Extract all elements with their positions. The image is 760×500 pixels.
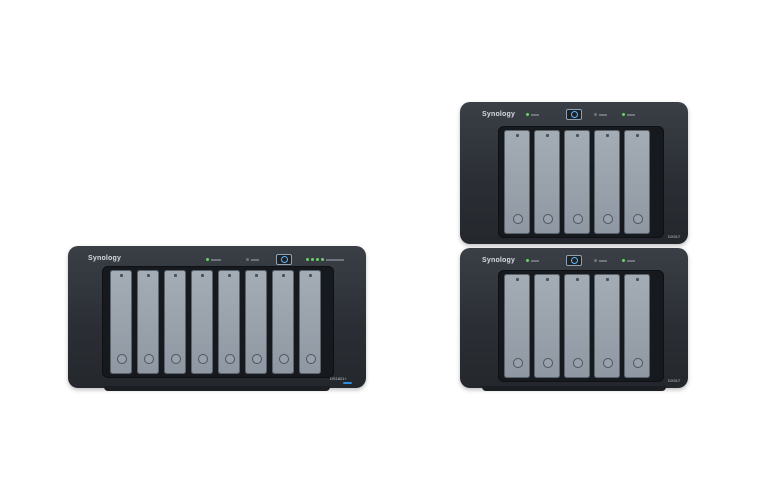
drive-tray xyxy=(245,270,267,374)
esata-led xyxy=(622,113,635,116)
status-led xyxy=(526,113,539,116)
nas-8bay-unit: Synology DS1821+ xyxy=(68,246,366,388)
drive-tray xyxy=(164,270,186,374)
status-led xyxy=(206,258,221,261)
status-led xyxy=(526,259,539,262)
usb-port xyxy=(343,382,352,384)
drive-tray xyxy=(137,270,159,374)
brand-logo: Synology xyxy=(88,255,122,262)
drive-tray xyxy=(534,130,560,234)
drive-tray xyxy=(534,274,560,378)
drive-tray xyxy=(564,130,590,234)
drive-tray xyxy=(594,274,620,378)
power-button xyxy=(566,255,582,266)
drive-tray xyxy=(624,130,650,234)
alert-led xyxy=(246,258,259,261)
expansion-unit-top: Synology DX517 xyxy=(460,102,688,244)
drive-tray xyxy=(110,270,132,374)
drive-tray xyxy=(218,270,240,374)
model-label: DX517 xyxy=(668,378,681,383)
brand-logo: Synology xyxy=(482,257,516,264)
drive-tray xyxy=(504,130,530,234)
alert-led xyxy=(594,259,607,262)
esata-led xyxy=(622,259,635,262)
model-label: DS1821+ xyxy=(330,376,347,381)
brand-logo: Synology xyxy=(482,111,516,118)
drive-tray xyxy=(624,274,650,378)
power-button xyxy=(276,254,292,265)
drive-tray xyxy=(272,270,294,374)
drive-tray xyxy=(191,270,213,374)
drive-leds xyxy=(306,258,344,261)
chassis-base xyxy=(482,386,666,391)
drive-tray xyxy=(564,274,590,378)
chassis-base xyxy=(104,386,330,391)
expansion-unit-bottom: Synology DX517 xyxy=(460,248,688,388)
model-label: DX517 xyxy=(668,234,681,239)
drive-tray xyxy=(299,270,321,374)
drive-tray xyxy=(504,274,530,378)
alert-led xyxy=(594,113,607,116)
power-button xyxy=(566,109,582,120)
drive-tray xyxy=(594,130,620,234)
